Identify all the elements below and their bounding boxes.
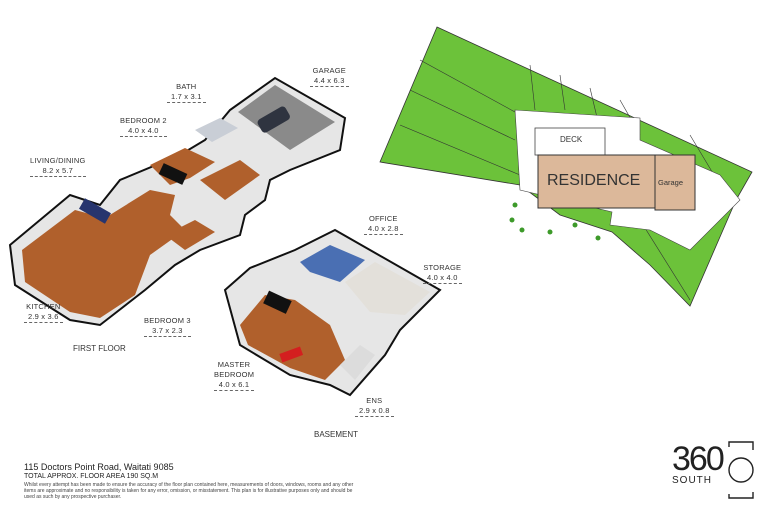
- room-dimensions: 3.7 x 2.3: [144, 326, 191, 337]
- hall-floor: [200, 160, 260, 200]
- logo-number: 360: [672, 440, 725, 478]
- floor-title-first: FIRST FLOOR: [73, 344, 126, 353]
- bed: [158, 163, 188, 185]
- room-name: STORAGE: [423, 263, 462, 272]
- room-dimensions: 4.4 x 6.3: [310, 76, 349, 87]
- room-name: BEDROOM 2: [120, 116, 167, 125]
- room-name: ENS: [366, 396, 383, 405]
- site-label-garage: Garage: [658, 178, 684, 187]
- address: 115 Doctors Point Road, Waitati 9085: [24, 462, 174, 472]
- room-dimensions: 2.9 x 0.8: [355, 406, 394, 417]
- room-dimensions: 2.9 x 3.6: [24, 312, 63, 323]
- master-bedroom-floor: [240, 295, 345, 380]
- logo-mark: [728, 441, 754, 499]
- floor-area: TOTAL APPROX. FLOOR AREA 190 SQ.M: [24, 473, 159, 480]
- ens-floor: [340, 345, 375, 380]
- room-dimensions: 4.0 x 4.0: [120, 126, 167, 137]
- site-label-residence: RESIDENCE: [547, 172, 641, 189]
- room-name: GARAGE: [312, 66, 346, 75]
- car: [257, 106, 290, 133]
- floor-title-basement: BASEMENT: [314, 430, 359, 439]
- site-trees: [509, 202, 601, 241]
- room-name: BATH: [176, 82, 197, 91]
- room-dimensions: 4.0 x 4.0: [423, 273, 462, 284]
- first-floor-plan: [8, 76, 347, 327]
- bath-floor: [195, 118, 238, 142]
- room-dimensions: 8.2 x 5.7: [30, 166, 86, 177]
- bedroom3-floor: [165, 220, 215, 250]
- room-name: LIVING/DINING: [30, 156, 86, 165]
- living-dining-floor: [22, 190, 185, 318]
- site-label-deck: DECK: [560, 135, 583, 144]
- disclaimer: Whilst every attempt has been made to en…: [24, 482, 354, 501]
- basement-plan: [223, 228, 442, 397]
- room-dimensions: 4.0 x 2.8: [364, 224, 403, 235]
- site-garage: [654, 154, 696, 211]
- site-residence: [537, 154, 656, 209]
- storage-floor: [345, 262, 430, 315]
- room-name: BEDROOM 3: [144, 316, 191, 325]
- site-deck: [534, 127, 606, 156]
- master-bed: [263, 290, 292, 314]
- room-name: KITCHEN: [26, 302, 61, 311]
- logo-text: SOUTH: [672, 475, 712, 486]
- room-dimensions: 4.0 x 6.1: [214, 380, 254, 391]
- room-dimensions: 1.7 x 3.1: [167, 92, 206, 103]
- company-logo: 360 SOUTH: [672, 440, 725, 486]
- site-plan: [379, 26, 753, 307]
- room-name: OFFICE: [368, 214, 398, 223]
- sofa: [79, 198, 111, 224]
- red-chaise: [279, 346, 304, 363]
- office-floor: [300, 245, 365, 282]
- room-name: MASTER BEDROOM: [214, 360, 255, 379]
